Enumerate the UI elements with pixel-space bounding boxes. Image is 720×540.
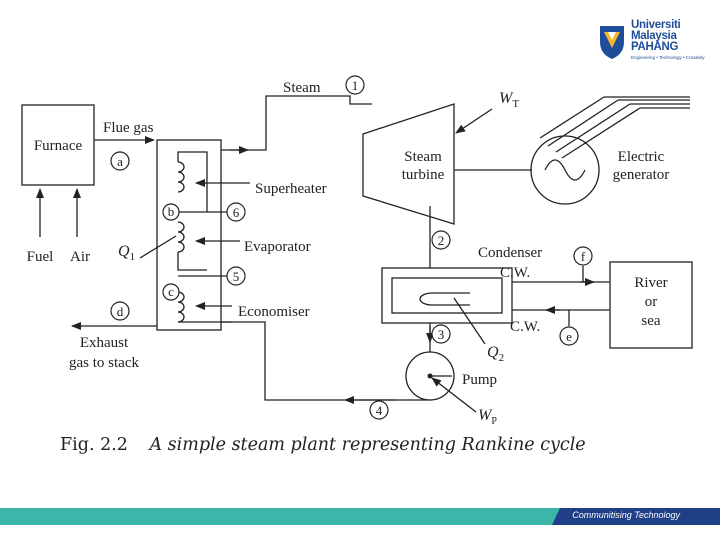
cw-in-label: C.W. <box>500 265 530 281</box>
point-e <box>559 326 579 346</box>
state-point-1-label: 1 <box>352 78 359 93</box>
state-point-3-label: 3 <box>438 327 445 342</box>
wp-symbol: WP <box>478 407 497 427</box>
logo-text: Universiti Malaysia PAHANG Engineering •… <box>631 19 705 60</box>
river-label-2: or <box>645 294 658 310</box>
river-label-1: River <box>634 275 667 291</box>
exhaust-label-1: Exhaust <box>80 335 129 351</box>
electric-generator <box>530 135 600 205</box>
figure-title: A simple steam plant representing Rankin… <box>149 435 586 455</box>
cw-out-label: C.W. <box>510 319 540 335</box>
wt-symbol: WT <box>499 90 519 110</box>
point-d-label: d <box>117 304 124 319</box>
q1-leader <box>139 235 177 259</box>
superheater-label: Superheater <box>255 181 327 197</box>
river-box <box>609 261 693 349</box>
river-label-3: sea <box>641 313 660 329</box>
logo-line-2: Malaysia <box>631 30 677 42</box>
condenser-outer <box>381 267 513 324</box>
air-label: Air <box>70 249 90 265</box>
point-a-label: a <box>117 154 123 169</box>
q2-symbol: Q2 <box>487 344 504 364</box>
wt-leader <box>455 108 493 134</box>
logo-line-1: Universiti <box>631 19 681 31</box>
state-point-4-label: 4 <box>376 403 383 418</box>
condenser-label: Condenser <box>478 245 542 261</box>
furnace-box <box>21 104 95 186</box>
generator-label-2: generator <box>613 167 670 183</box>
state-point-5 <box>226 266 246 286</box>
steam-turbine <box>362 103 455 225</box>
economiser-coil <box>177 291 185 323</box>
figure-caption: Fig. 2.2 A simple steam plant representi… <box>60 435 710 455</box>
state-point-6-label: 6 <box>233 205 240 220</box>
turbine-label-1: Steam <box>404 149 442 165</box>
point-f-label: f <box>581 249 586 264</box>
state-point-1 <box>345 75 365 95</box>
condenser-inner <box>391 277 503 314</box>
state-point-2-label: 2 <box>438 233 445 248</box>
steam-label: Steam <box>283 80 321 96</box>
fuel-label: Fuel <box>27 249 54 265</box>
evaporator-label: Evaporator <box>244 239 311 255</box>
flue-gas-label: Flue gas <box>103 120 154 136</box>
generator-label-1: Electric <box>618 149 665 165</box>
point-e-label: e <box>566 329 572 344</box>
condenser-coil <box>419 292 470 306</box>
rankine-diagram: 1 2 3 4 5 6 a b c d e f Furnace Flue gas… <box>21 75 693 427</box>
point-c-label: c <box>168 284 174 299</box>
figure-number: Fig. 2.2 <box>60 435 128 455</box>
q1-symbol: Q1 <box>118 243 135 263</box>
university-logo: Universiti Malaysia PAHANG Engineering •… <box>598 19 708 68</box>
point-a <box>110 151 130 171</box>
footer-teal-band <box>0 508 560 525</box>
point-b <box>162 203 180 221</box>
sine-wave-icon <box>544 159 586 181</box>
feed-water-line <box>221 321 430 401</box>
turbine-label-2: turbine <box>402 167 445 183</box>
shield-icon <box>600 26 624 59</box>
superheater-coil <box>177 161 185 193</box>
exhaust-label-2: gas to stack <box>69 355 139 371</box>
state-point-5-label: 5 <box>233 269 240 284</box>
point-d <box>110 301 130 321</box>
footer-band: Communitising Technology <box>0 508 720 525</box>
state-point-3 <box>431 324 451 344</box>
economiser-label: Economiser <box>238 304 310 320</box>
logo-line-3: PAHANG <box>631 41 679 53</box>
state-point-6 <box>226 202 246 222</box>
boiler-pipe-left <box>177 151 208 212</box>
footer-tagline: Communitising Technology <box>572 510 680 520</box>
state-point-2 <box>431 230 451 250</box>
footer-navy-band <box>552 508 720 525</box>
furnace-label: Furnace <box>34 138 83 154</box>
state-point-4 <box>369 400 389 420</box>
point-b-label: b <box>168 204 175 219</box>
pump-label: Pump <box>462 372 497 388</box>
boiler-box <box>156 139 222 331</box>
q2-leader <box>453 297 486 345</box>
point-f <box>573 246 593 266</box>
evaporator-coil <box>177 221 185 253</box>
logo-tagline: Engineering • Technology • Creativity <box>631 55 705 60</box>
wp-leader <box>431 377 477 413</box>
steam-line <box>221 95 372 151</box>
point-c <box>162 283 180 301</box>
boiler-link-mid <box>177 252 207 271</box>
